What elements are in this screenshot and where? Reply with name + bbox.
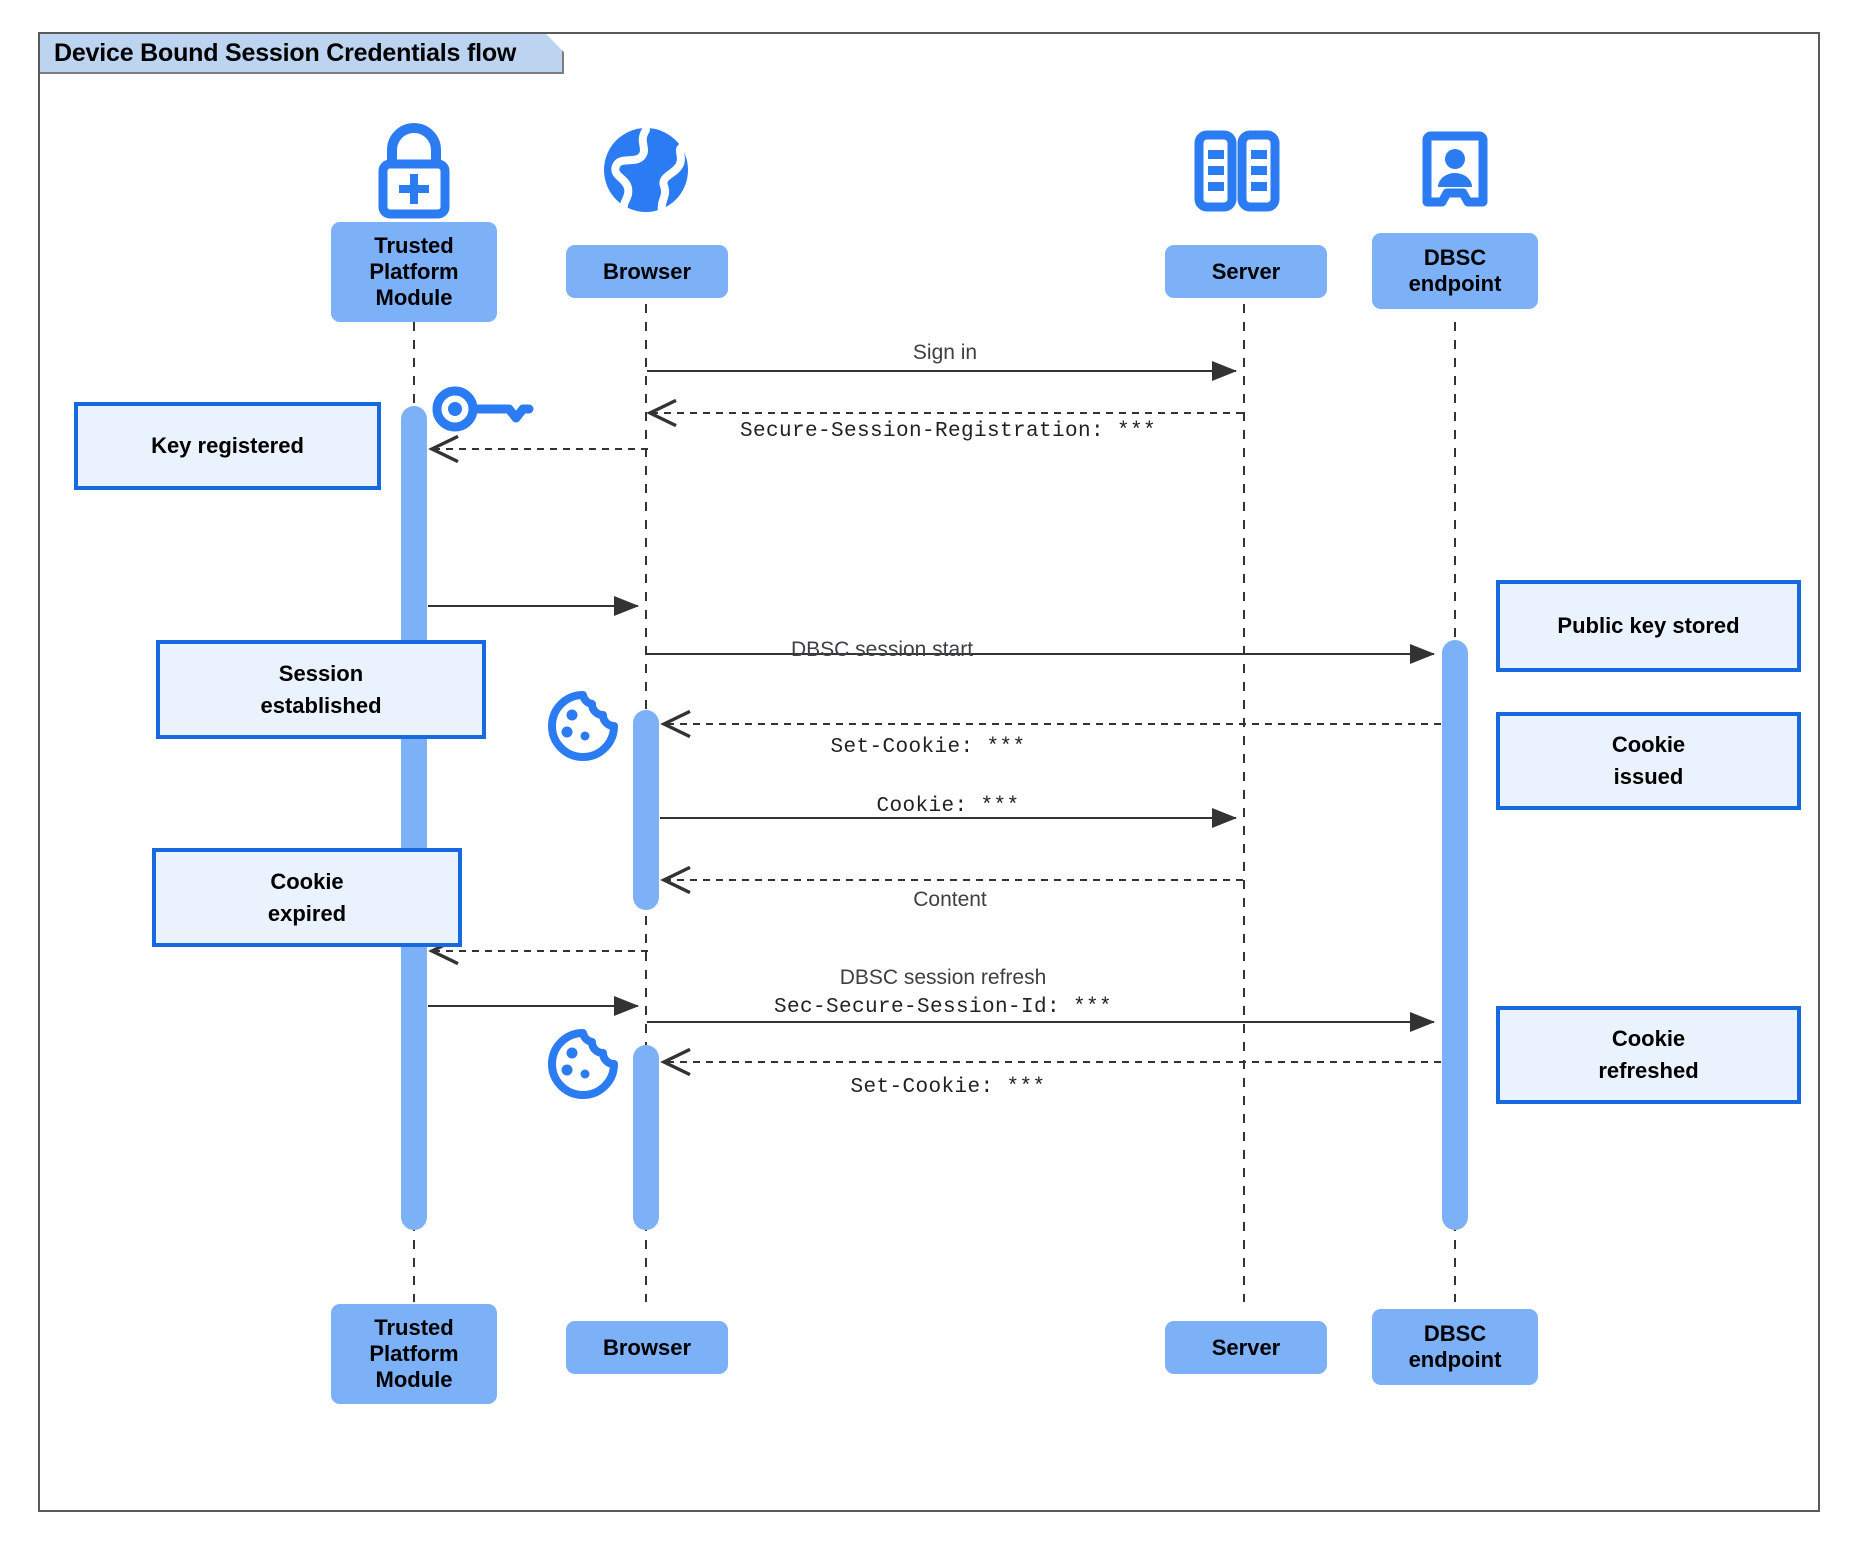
message-label-content: Content <box>913 888 987 911</box>
note-cookie-expired: Cookie expired <box>152 848 462 947</box>
participant-label-browser: Browser <box>602 258 692 284</box>
diagram-title-tab: Device Bound Session Credentials flow <box>40 34 564 74</box>
message-label-line-1: DBSC session refresh <box>839 966 1047 989</box>
note-text: Key registered <box>151 433 304 459</box>
note-text: Cookie refreshed <box>1598 1026 1699 1083</box>
note-cookie-refreshed: Cookie refreshed <box>1496 1006 1801 1104</box>
note-cookie-issued: Cookie issued <box>1496 712 1801 810</box>
message-label-set-cookie-1: Set-Cookie: *** <box>830 736 1026 759</box>
note-public-key-stored: Public key stored <box>1496 580 1801 672</box>
participant-label-dbsc: DBSC endpoint <box>1408 245 1502 296</box>
participant-footer-browser[interactable]: Browser <box>566 1321 728 1374</box>
message-label-dbsc-session-start: DBSC session start <box>790 638 974 661</box>
participant-label-tpm: Trusted Platform Module <box>369 233 459 310</box>
participant-header-tpm[interactable]: Trusted Platform Module <box>331 222 497 322</box>
note-text: Cookie expired <box>267 868 347 926</box>
participant-footer-label-server: Server <box>1211 1334 1281 1360</box>
message-label-dbsc-session-refresh: DBSC session refresh Sec-Secure-Session-… <box>774 963 1112 1023</box>
participant-footer-dbsc[interactable]: DBSC endpoint <box>1372 1309 1538 1385</box>
page-title: Device Bound Session Credentials flow <box>54 38 517 67</box>
message-label-sign-in: Sign in <box>912 341 978 364</box>
participant-header-browser[interactable]: Browser <box>566 245 728 298</box>
participant-footer-server[interactable]: Server <box>1165 1321 1327 1374</box>
message-label-secure-session-registration: Secure-Session-Registration: *** <box>739 420 1157 443</box>
note-text: Session established <box>260 660 382 718</box>
note-text: Cookie issued <box>1611 732 1686 789</box>
participant-header-dbsc[interactable]: DBSC endpoint <box>1372 233 1538 309</box>
participant-footer-label-dbsc: DBSC endpoint <box>1408 1321 1502 1372</box>
note-session-established: Session established <box>156 640 486 739</box>
participant-header-server[interactable]: Server <box>1165 245 1327 298</box>
message-label-line-2: Sec-Secure-Session-Id: *** <box>773 995 1113 1019</box>
note-key-registered: Key registered <box>74 402 381 490</box>
participant-label-server: Server <box>1211 258 1281 284</box>
participant-footer-tpm[interactable]: Trusted Platform Module <box>331 1304 497 1404</box>
participant-footer-label-tpm: Trusted Platform Module <box>369 1315 459 1392</box>
note-text: Public key stored <box>1557 613 1740 639</box>
participant-footer-label-browser: Browser <box>602 1334 692 1360</box>
message-label-cookie: Cookie: *** <box>876 795 1020 818</box>
message-label-set-cookie-2: Set-Cookie: *** <box>850 1076 1046 1099</box>
